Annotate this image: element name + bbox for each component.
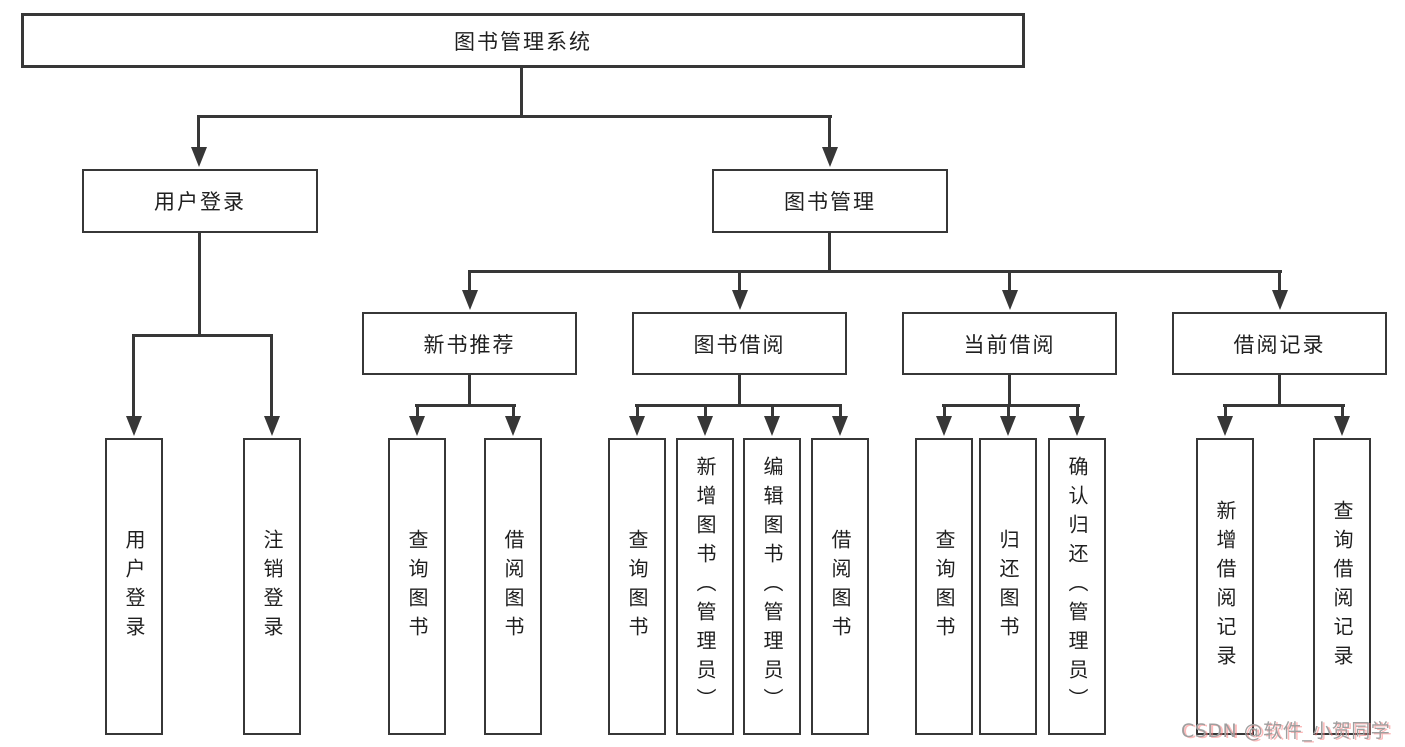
connector-drop-leaf [943,404,946,418]
connector-drop-leaf [771,404,774,418]
connector-drop-borrow-records [1278,270,1281,292]
connector-drop-user-login [197,115,200,149]
connector-book-borrow-bus [635,404,842,407]
connector-new-book-bus [415,404,516,407]
node-new-book-recommend-label: 新书推荐 [423,332,516,357]
leaf-query-book-recommend-label: 查询图书 [405,528,429,645]
connector-drop-new-book [468,270,471,292]
connector-book-management-trunk [828,231,831,273]
connector-drop-leaf-logout [270,334,273,418]
connector-drop-leaf [1076,404,1079,418]
leaf-query-book-current-label: 查询图书 [932,528,956,645]
connector-borrow-records-trunk [1278,373,1281,407]
leaf-query-borrow-record-label: 查询借阅记录 [1330,499,1354,674]
node-new-book-recommend: 新书推荐 [362,312,577,375]
connector-current-borrow-trunk [1008,373,1011,407]
connector-drop-book-borrow [738,270,741,292]
leaf-query-book-recommend: 查询图书 [388,438,446,735]
connector-user-login-trunk [198,231,201,336]
connector-current-borrow-bus [942,404,1080,407]
arrowhead-icon [697,416,713,436]
csdn-watermark: CSDN @软件_小贺同学 [1181,720,1391,742]
leaf-edit-book-admin: 编辑图书（管理员） [743,438,801,735]
leaf-borrow-book-label: 借阅图书 [828,528,852,645]
arrowhead-icon [264,416,280,436]
arrowhead-icon [126,416,142,436]
connector-root-trunk [520,66,523,117]
arrowhead-icon [191,147,207,167]
connector-drop-leaf-user-login [132,334,135,418]
leaf-edit-book-admin-label: 编辑图书（管理员） [760,456,784,717]
leaf-add-book-admin: 新增图书（管理员） [676,438,734,735]
arrowhead-icon [462,290,478,310]
arrowhead-icon [1272,290,1288,310]
leaf-return-book: 归还图书 [979,438,1037,735]
connector-drop-leaf [1341,404,1344,418]
arrowhead-icon [936,416,952,436]
leaf-query-borrow-record: 查询借阅记录 [1313,438,1371,735]
arrowhead-icon [732,290,748,310]
connector-drop-leaf [636,404,639,418]
node-root: 图书管理系统 [21,13,1025,68]
node-user-login: 用户登录 [82,169,318,233]
leaf-query-book-current: 查询图书 [915,438,973,735]
leaf-logout: 注销登录 [243,438,301,735]
leaf-add-borrow-record-label: 新增借阅记录 [1213,499,1237,674]
leaf-logout-label: 注销登录 [260,528,284,645]
node-book-management-label: 图书管理 [784,190,876,214]
connector-drop-leaf [1224,404,1227,418]
connector-drop-leaf [512,404,515,418]
node-borrow-records-label: 借阅记录 [1233,332,1326,357]
node-current-borrow-label: 当前借阅 [963,332,1056,357]
leaf-user-login-label: 用户登录 [122,528,146,645]
leaf-borrow-book-recommend: 借阅图书 [484,438,542,735]
connector-level2-bus [197,115,832,118]
connector-user-login-bus [132,334,273,337]
arrowhead-icon [1069,416,1085,436]
leaf-return-book-label: 归还图书 [996,528,1020,645]
node-book-borrow: 图书借阅 [632,312,847,375]
connector-borrow-records-bus [1223,404,1345,407]
leaf-add-book-admin-label: 新增图书（管理员） [693,456,717,717]
arrowhead-icon [409,416,425,436]
leaf-add-borrow-record: 新增借阅记录 [1196,438,1254,735]
connector-drop-leaf [1007,404,1010,418]
connector-drop-leaf [839,404,842,418]
leaf-borrow-book-recommend-label: 借阅图书 [501,528,525,645]
arrowhead-icon [1002,290,1018,310]
arrowhead-icon [822,147,838,167]
arrowhead-icon [629,416,645,436]
leaf-query-book-borrow-label: 查询图书 [625,528,649,645]
arrowhead-icon [1000,416,1016,436]
connector-book-borrow-trunk [738,373,741,407]
node-root-label: 图书管理系统 [454,29,592,54]
leaf-query-book-borrow: 查询图书 [608,438,666,735]
connector-level3-bus [468,270,1282,273]
leaf-user-login: 用户登录 [105,438,163,735]
connector-drop-book-management [828,115,831,149]
connector-drop-leaf [416,404,419,418]
arrowhead-icon [1217,416,1233,436]
node-user-login-label: 用户登录 [154,190,246,214]
connector-new-book-trunk [468,373,471,407]
leaf-borrow-book: 借阅图书 [811,438,869,735]
node-book-management: 图书管理 [712,169,948,233]
arrowhead-icon [764,416,780,436]
node-book-borrow-label: 图书借阅 [693,332,786,357]
connector-drop-current-borrow [1008,270,1011,292]
arrowhead-icon [505,416,521,436]
connector-drop-leaf [704,404,707,418]
leaf-confirm-return-admin: 确认归还（管理员） [1048,438,1106,735]
node-borrow-records: 借阅记录 [1172,312,1387,375]
arrowhead-icon [832,416,848,436]
arrowhead-icon [1334,416,1350,436]
leaf-confirm-return-admin-label: 确认归还（管理员） [1065,456,1089,717]
node-current-borrow: 当前借阅 [902,312,1117,375]
